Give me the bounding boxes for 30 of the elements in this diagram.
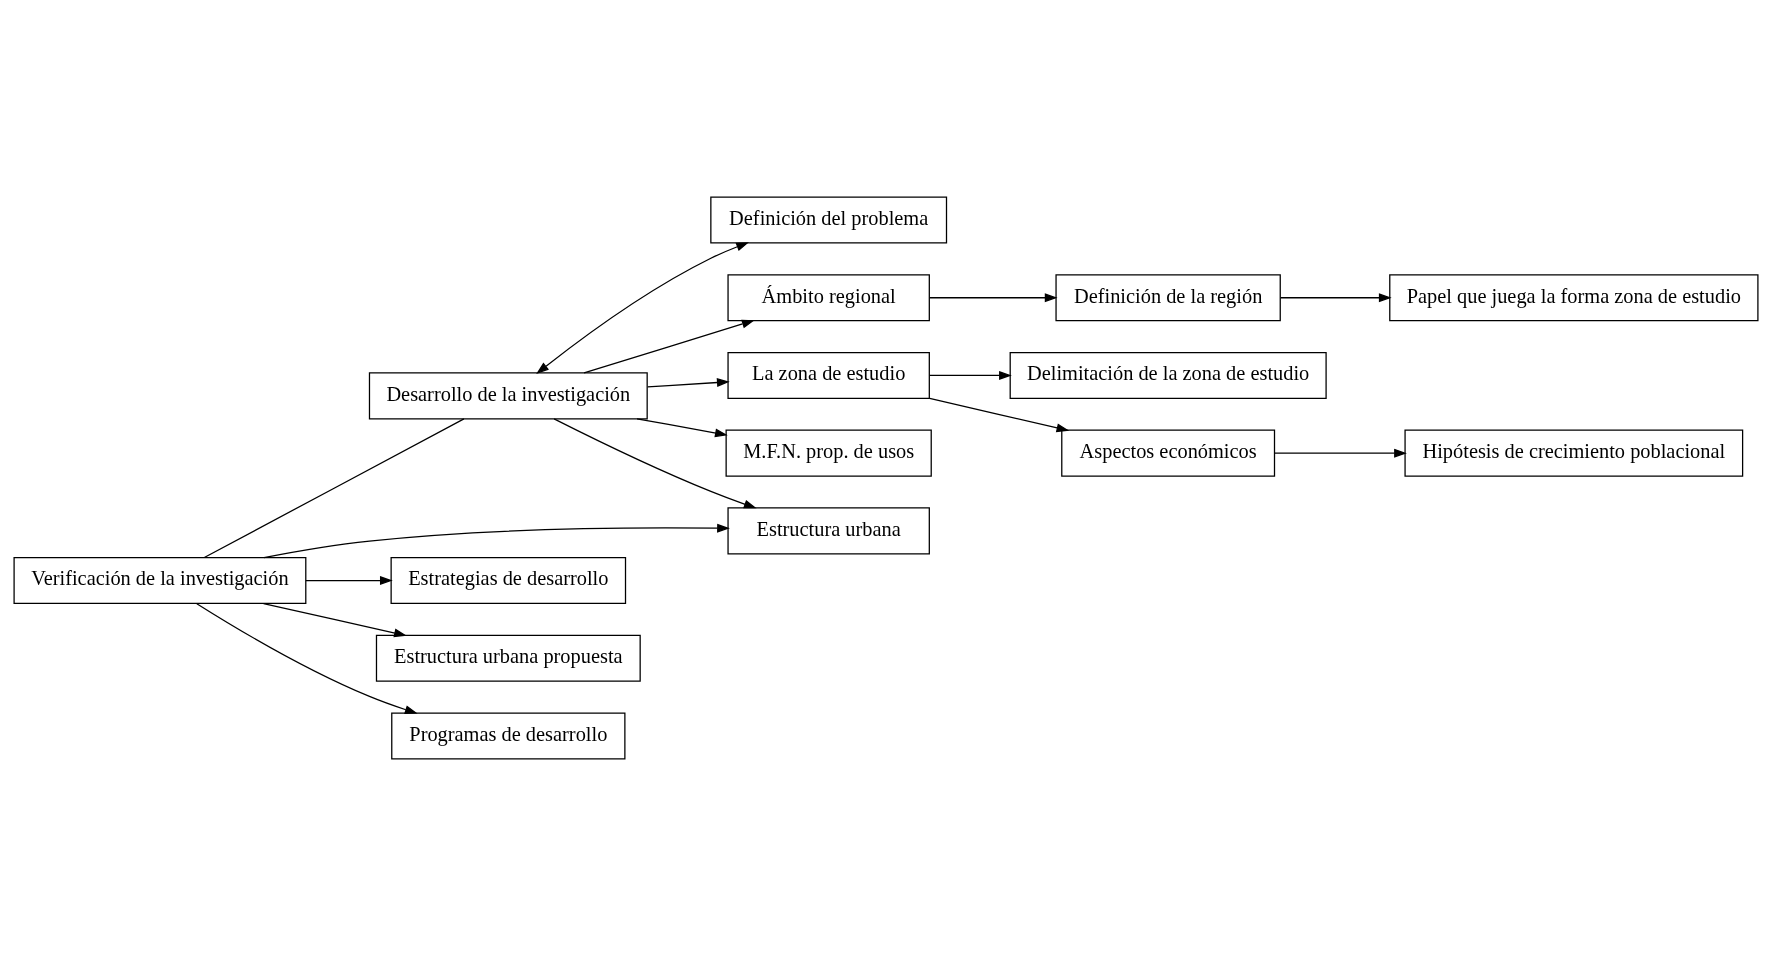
arrow: [304, 576, 393, 585]
node-box: Definición de la región: [1054, 274, 1281, 322]
arrow: [552, 418, 757, 509]
node-box: Estructura urbana propuesta: [375, 634, 641, 682]
arrow: [1273, 448, 1407, 458]
node-box: Verificación de la investigación: [12, 556, 306, 605]
arrow: [262, 523, 730, 559]
node-box: Programas de desarrollo: [390, 712, 625, 760]
node-box: Papel que juega la forma zona de estudio: [1388, 274, 1759, 322]
connector: [203, 418, 465, 559]
arrow: [646, 378, 730, 388]
arrow: [928, 397, 1069, 433]
node-box: Delimitación de la zona de estudio: [1009, 351, 1327, 400]
arrow: [535, 242, 749, 374]
node-box: La zona de estudio: [726, 351, 930, 400]
node-box: Estrategias de desarrollo: [390, 556, 626, 605]
arrow: [262, 602, 407, 638]
node-box: Hipótesis de crecimiento poblacional: [1403, 429, 1743, 477]
node-box: M.F.N. prop. de usos: [725, 429, 932, 477]
arrow: [195, 603, 418, 714]
node-box: Ámbito regional: [726, 274, 930, 322]
node-box: Desarrollo de la investigación: [368, 372, 648, 420]
node-box: Definición del problema: [709, 196, 947, 244]
arrow: [928, 371, 1012, 380]
node-box: Aspectos económicos: [1060, 429, 1275, 477]
arrow: [1279, 293, 1392, 303]
arrow: [582, 319, 755, 374]
arrow: [928, 293, 1058, 303]
arrow: [635, 418, 728, 438]
node-box: Estructura urbana: [726, 507, 930, 555]
